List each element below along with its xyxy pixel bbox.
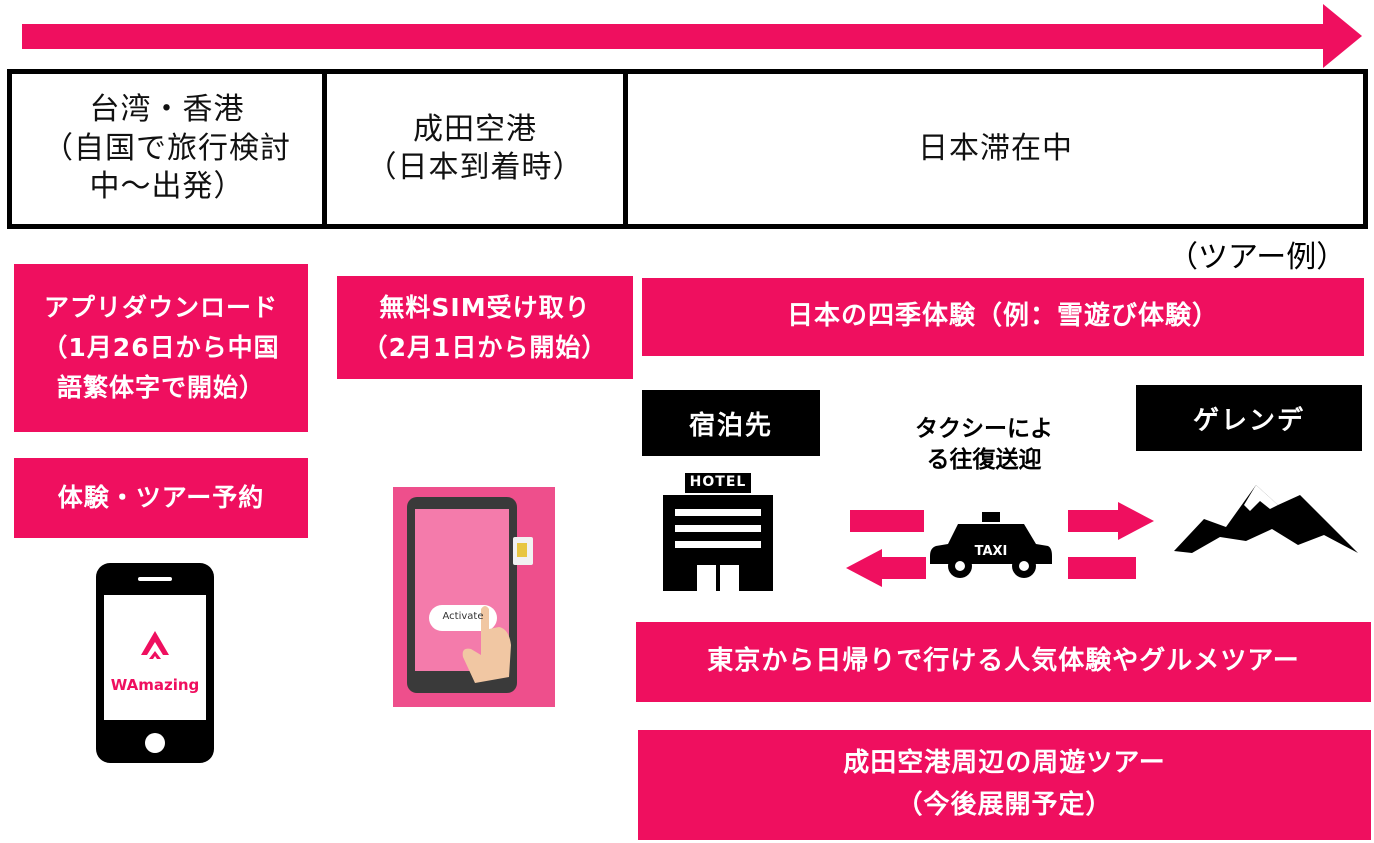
taxi-transfer-line2: る往復送迎 [926, 447, 1042, 474]
narita-tours-line1: 成田空港周辺の周遊ツアー [843, 748, 1166, 779]
slope-label: ゲレンデ [1136, 385, 1362, 451]
wamazing-logo-text: WAmazing [110, 676, 200, 694]
booking-label: 体験・ツアー予約 [57, 483, 265, 512]
narita-tours-box: 成田空港周辺の周遊ツアー （今後展開予定） [638, 730, 1371, 840]
tour-example-note: （ツアー例） [1168, 240, 1347, 275]
day-trip-tours-label: 東京から日帰りで行ける人気体験やグルメツアー [707, 646, 1300, 677]
mountain-icon [1174, 485, 1358, 553]
hotel-sign: HOTEL [689, 474, 747, 490]
stage-narita-arrival-line2: （日本到着時） [366, 150, 584, 185]
activate-button: Activate [442, 611, 484, 622]
booking-box: 体験・ツアー予約 [14, 458, 308, 538]
stage-home-country-line1: 台湾・香港 [89, 92, 245, 128]
seasons-experience-box: 日本の四季体験（例：雪遊び体験） [642, 278, 1364, 356]
taxi-transfer-text: タクシーによ る往復送迎 [886, 414, 1082, 476]
wamazing-logo-icon [141, 631, 169, 659]
stage-in-japan-label: 日本滞在中 [918, 130, 1073, 166]
sim-pickup-line2: （2月1日から開始） [362, 332, 608, 362]
taxi-transfer-line1: タクシーによ [915, 416, 1053, 442]
sim-pickup-box: 無料SIM受け取り （2月1日から開始） [337, 276, 633, 379]
stage-narita-arrival: 成田空港 （日本到着時） [322, 69, 628, 229]
sim-pickup-line1: 無料SIM受け取り [379, 292, 591, 322]
left-arrow-icon [846, 549, 1136, 587]
app-download-line3: 語繁体字で開始） [56, 373, 265, 402]
hotel-icon [663, 473, 773, 591]
narita-tours-line2: （今後展開予定） [896, 790, 1113, 820]
stage-in-japan: 日本滞在中 [623, 69, 1368, 229]
stage-narita-arrival-line1: 成田空港 [413, 111, 537, 147]
lodging-label: 宿泊先 [642, 390, 820, 456]
stage-home-country: 台湾・香港 （自国で旅行検討 中〜出発） [7, 69, 327, 229]
timeline-arrow-icon [22, 4, 1362, 68]
seasons-experience-label: 日本の四季体験（例：雪遊び体験） [786, 301, 1219, 332]
stage-home-country-line3: 中〜出発） [89, 169, 245, 205]
day-trip-tours-box: 東京から日帰りで行ける人気体験やグルメツアー [636, 622, 1371, 702]
app-download-line1: アプリダウンロード [43, 293, 278, 322]
right-arrow-icon [850, 502, 1154, 540]
taxi-icon [930, 512, 1052, 578]
smartphone-icon [96, 563, 214, 763]
taxi-sign: TAXI [974, 544, 1008, 559]
sim-activation-illustration [393, 487, 555, 707]
app-download-line2: （1月26日から中国 [42, 333, 280, 362]
stage-home-country-line2: （自国で旅行検討 [43, 130, 291, 166]
app-download-box: アプリダウンロード （1月26日から中国 語繁体字で開始） [14, 264, 308, 432]
